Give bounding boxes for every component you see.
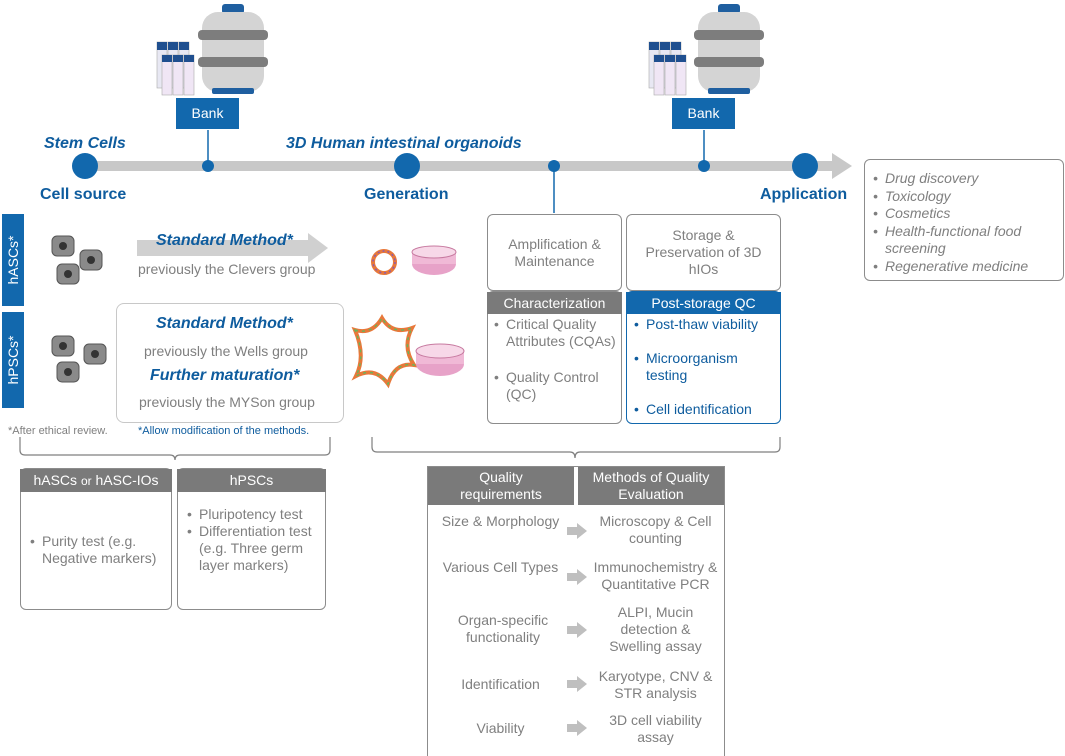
application-item: Toxicology <box>873 188 1055 206</box>
further-maturation-label: Further maturation* <box>150 367 300 384</box>
generation-node <box>394 153 420 179</box>
hpscs-item: Differentiation test (e.g. Three germ la… <box>187 523 317 574</box>
storage-box: Storage & Preservation of 3D hIOs <box>626 214 781 291</box>
hpscs-methods-panel <box>116 303 344 423</box>
hpscs-list: Pluripotency test Differentiation test (… <box>187 506 317 574</box>
cell-source-label: Cell source <box>40 186 127 203</box>
characterization-list: Critical Quality Attributes (CQAs) Quali… <box>494 316 616 403</box>
amplification-box: Amplification & Maintenance <box>487 214 622 291</box>
hascs-list: Purity test (e.g. Negative markers) <box>30 533 165 567</box>
application-item: Cosmetics <box>873 205 1055 223</box>
cells-hpscs-icon <box>51 335 107 383</box>
post-storage-item: Post-thaw viability <box>634 316 774 333</box>
hascs-item: Purity test (e.g. Negative markers) <box>30 533 165 567</box>
application-node <box>792 153 818 179</box>
quality-rows: Size & Morphology Microscopy & Cell coun… <box>441 513 718 745</box>
stem-cells-title: Stem Cells <box>44 135 126 152</box>
side-label-hascs: hASCs* <box>2 214 24 306</box>
culture-dish-1-icon <box>411 245 457 275</box>
standard-method-2-label: Standard Method* <box>156 315 293 332</box>
post-storage-header: Post-storage QC <box>626 292 781 314</box>
bracket-left <box>19 437 331 461</box>
timeline-bar <box>85 161 835 171</box>
vials-left-icon <box>156 41 195 96</box>
quality-col2-header: Methods of Quality Evaluation <box>578 467 724 505</box>
standard-method-1-label: Standard Method* <box>156 232 293 249</box>
characterization-header: Characterization <box>487 292 622 314</box>
bracket-right <box>371 437 781 459</box>
bank-left-label: Bank <box>176 98 239 129</box>
application-item: Health-functional food screening <box>873 223 1055 258</box>
side-label-hpscs: hPSCs* <box>2 312 24 408</box>
cryo-tank-right-icon <box>694 4 764 94</box>
hpscs-header: hPSCs <box>177 469 326 492</box>
application-item: Drug discovery <box>873 170 1055 188</box>
standard-method-2-sub: previously the Wells group <box>144 343 308 359</box>
characterization-item: Critical Quality Attributes (CQAs) <box>494 316 616 350</box>
timeline-arrowhead <box>832 153 852 179</box>
cryo-tank-left-icon <box>198 4 268 94</box>
further-maturation-sub: previously the MYSon group <box>139 394 315 410</box>
application-label: Application <box>760 186 848 203</box>
hascs-header: hASCs or hASC-IOs <box>20 469 172 492</box>
application-item: Regenerative medicine <box>873 258 1055 276</box>
modification-note: *Allow modification of the methods. <box>138 425 310 437</box>
post-storage-item: Microorganism testing <box>634 350 746 384</box>
hpscs-item: Pluripotency test <box>187 506 317 523</box>
generation-label: Generation <box>364 186 449 203</box>
quality-panel <box>427 466 725 756</box>
cell-source-node <box>72 153 98 179</box>
applications-panel: Drug discovery Toxicology Cosmetics Heal… <box>864 159 1064 281</box>
quality-col1-header: Quality requirements <box>428 467 574 505</box>
post-storage-list: Post-thaw viability Microorganism testin… <box>634 316 774 418</box>
cells-hascs-icon <box>51 235 103 285</box>
organoid-small-icon <box>371 249 397 275</box>
standard-method-1-sub: previously the Clevers group <box>138 261 316 277</box>
quality-arrows <box>567 523 587 736</box>
ethical-note: *After ethical review. <box>8 425 108 437</box>
post-storage-item: Cell identification <box>634 401 774 418</box>
method-arrow-standard1 <box>137 233 328 263</box>
culture-dish-2-icon <box>415 343 465 376</box>
bank-right-label: Bank <box>672 98 735 129</box>
vials-right-icon <box>648 41 687 96</box>
organoid-star-icon <box>351 314 419 389</box>
organoids-title: 3D Human intestinal organoids <box>286 135 522 152</box>
characterization-item: Quality Control (QC) <box>494 369 616 403</box>
